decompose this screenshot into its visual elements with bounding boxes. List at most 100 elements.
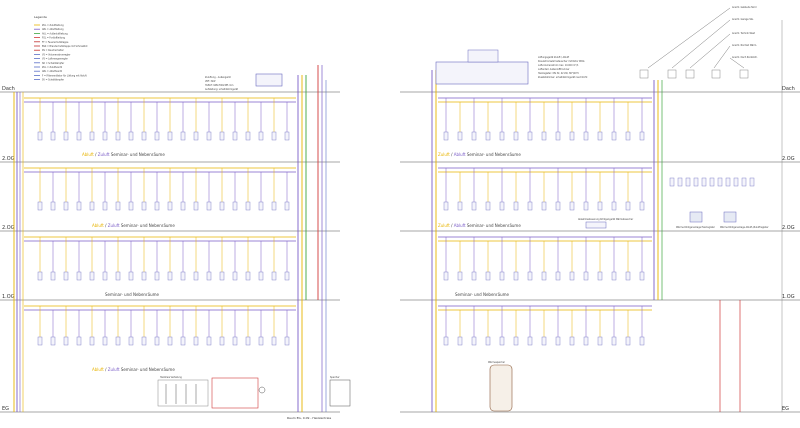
svg-text:Zuluftung - Außengerät: Zuluftung - Außengerät (205, 76, 231, 79)
air-valve (485, 201, 491, 211)
air-valve (76, 201, 82, 211)
air-valve (597, 131, 603, 141)
air-valve (457, 201, 463, 211)
air-valve (625, 271, 631, 281)
air-valve (37, 201, 43, 211)
svg-text:Anschl. Dach Rückkühl.: Anschl. Dach Rückkühl. (732, 56, 758, 59)
air-valve (37, 271, 43, 281)
air-valve (180, 201, 186, 211)
air-valve (569, 336, 575, 346)
air-valve (583, 131, 589, 141)
air-valve (555, 271, 561, 281)
air-valve (499, 201, 505, 211)
air-valve (50, 336, 56, 346)
heat-storage-tank (489, 364, 513, 412)
air-valve (583, 201, 589, 211)
legend-item: VS = Volumenstromregler (42, 53, 70, 56)
section-title-left-og2: Abluft / Zuluft Seminar- und Nebenräume (82, 152, 165, 157)
air-valve (232, 271, 238, 281)
air-valve (527, 131, 533, 141)
air-valve (471, 271, 477, 281)
air-valve (527, 201, 533, 211)
air-valve (271, 201, 277, 211)
air-valve (89, 201, 95, 211)
air-valve (219, 131, 225, 141)
air-valve (701, 177, 707, 187)
legend-item: F = Filterventilator für Lüftung mit Abl… (42, 74, 87, 77)
section-title-right-og1a: Zuluft / Abluft Seminar- und Nebenräume (438, 223, 521, 228)
air-valve (154, 271, 160, 281)
air-valve (611, 201, 617, 211)
air-valve (219, 271, 225, 281)
air-valve (443, 271, 449, 281)
room-devices (37, 131, 755, 346)
floor-label-eg-right: EG (782, 406, 789, 412)
legend-item: SD = Schalldämpfer (42, 62, 64, 65)
air-valve (611, 271, 617, 281)
floor-label-og2-left: 2.OG (2, 156, 15, 162)
legend-title: Legende (34, 15, 47, 19)
air-valve (709, 177, 715, 187)
air-valve (180, 271, 186, 281)
svg-text:Anschl. Gebäude Nord: Anschl. Gebäude Nord (732, 6, 757, 9)
air-valve (625, 201, 631, 211)
section-titles: Abluft / Zuluft Seminar- und Nebenräume … (82, 152, 521, 372)
svg-text:Wärmespeicher: Wärmespeicher (488, 361, 505, 364)
air-valve (219, 201, 225, 211)
air-valve (63, 131, 69, 141)
air-valve (232, 131, 238, 141)
air-valve (50, 271, 56, 281)
svg-text:Anschl. Nordost Wärm.: Anschl. Nordost Wärm. (732, 44, 757, 47)
air-valve (193, 336, 199, 346)
air-valve (154, 336, 160, 346)
floor-label-og2-right: 2.OG (782, 156, 795, 162)
air-valve (625, 131, 631, 141)
air-valve (271, 131, 277, 141)
air-valve (180, 131, 186, 141)
air-valve (284, 271, 290, 281)
air-valve (63, 271, 69, 281)
svg-text:Zusatzkämmer: schalldämmgerät: Zusatzkämmer: schalldämmgerät rauchdicht (538, 76, 587, 79)
section-title-left-eg: Abluft / Zuluft Seminar- und Nebenräume (92, 367, 175, 372)
air-valve (167, 131, 173, 141)
air-valve (167, 271, 173, 281)
air-valve (485, 271, 491, 281)
air-valve (443, 201, 449, 211)
air-valve (457, 131, 463, 141)
air-valve (725, 177, 731, 187)
air-valve (154, 201, 160, 211)
air-valve (569, 271, 575, 281)
air-valve (180, 336, 186, 346)
air-valve (258, 271, 264, 281)
legend-item: ABL = Abluftleitung (42, 28, 64, 31)
air-valve (284, 336, 290, 346)
svg-text:Speicher: Speicher (330, 376, 340, 379)
air-valve (284, 201, 290, 211)
air-valve (555, 336, 561, 346)
right-risers (431, 20, 783, 412)
air-valve (63, 336, 69, 346)
air-valve (499, 271, 505, 281)
air-valve (37, 336, 43, 346)
air-branches (24, 97, 652, 337)
legend-item: ZUL = Zuluftventil (42, 66, 63, 69)
air-valve (677, 177, 683, 187)
air-valve (457, 271, 463, 281)
air-valve (693, 177, 699, 187)
air-valve (625, 336, 631, 346)
section-title-right-og2: Zuluft / Abluft Seminar- und Nebenräume (438, 152, 521, 157)
air-valve (245, 336, 251, 346)
floor-label-og1-left: 1.OG (2, 294, 15, 300)
air-valve (685, 177, 691, 187)
air-valve (141, 271, 147, 281)
air-valve (89, 131, 95, 141)
air-valve (115, 271, 121, 281)
air-valve (232, 201, 238, 211)
air-valve (669, 177, 675, 187)
svg-text:Wärme Röntgenanlage Abluft-/Zu: Wärme Röntgenanlage Abluft-/Zuluftregist… (720, 226, 769, 229)
air-valve (527, 336, 533, 346)
legend-item: VS = Luftmengenregler (42, 58, 68, 61)
section-title-right-og1: Seminar- und Nebenräume (455, 292, 509, 297)
air-valve (597, 336, 603, 346)
